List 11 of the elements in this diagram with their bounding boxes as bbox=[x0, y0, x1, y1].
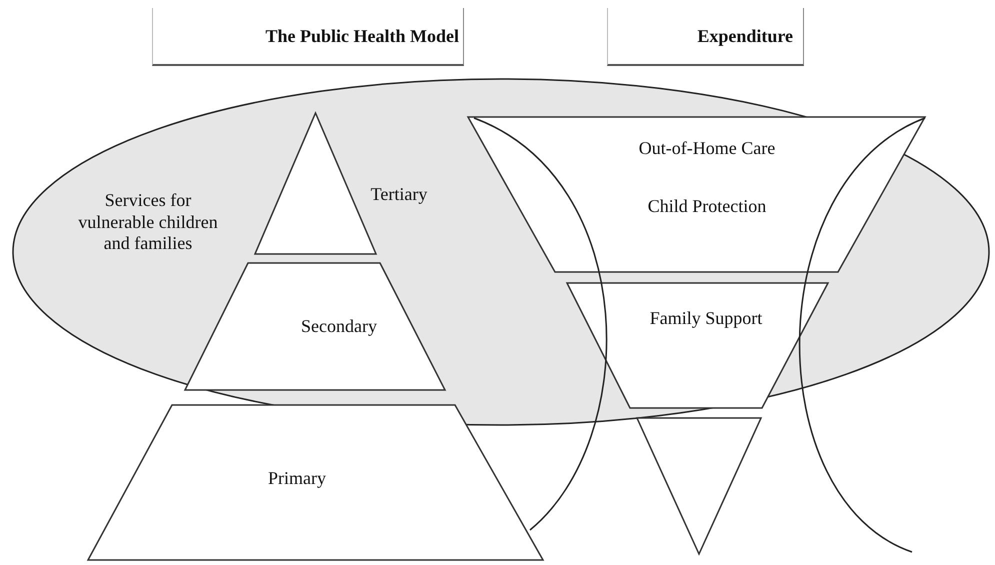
heading-box bbox=[607, 8, 804, 66]
region-label: Services for vulnerable children and families bbox=[77, 190, 219, 255]
heading-text: The Public Health Model bbox=[264, 26, 460, 48]
heading-box bbox=[152, 8, 464, 66]
tier-label: Family Support bbox=[648, 308, 764, 330]
tier-label: Primary bbox=[267, 468, 327, 490]
tier-label: Out-of-Home Care bbox=[638, 138, 776, 160]
tier-label: Child Protection bbox=[646, 196, 768, 218]
heading-text: Expenditure bbox=[696, 26, 794, 48]
tier-label: Secondary bbox=[300, 316, 378, 338]
tier-label: Tertiary bbox=[370, 184, 428, 206]
